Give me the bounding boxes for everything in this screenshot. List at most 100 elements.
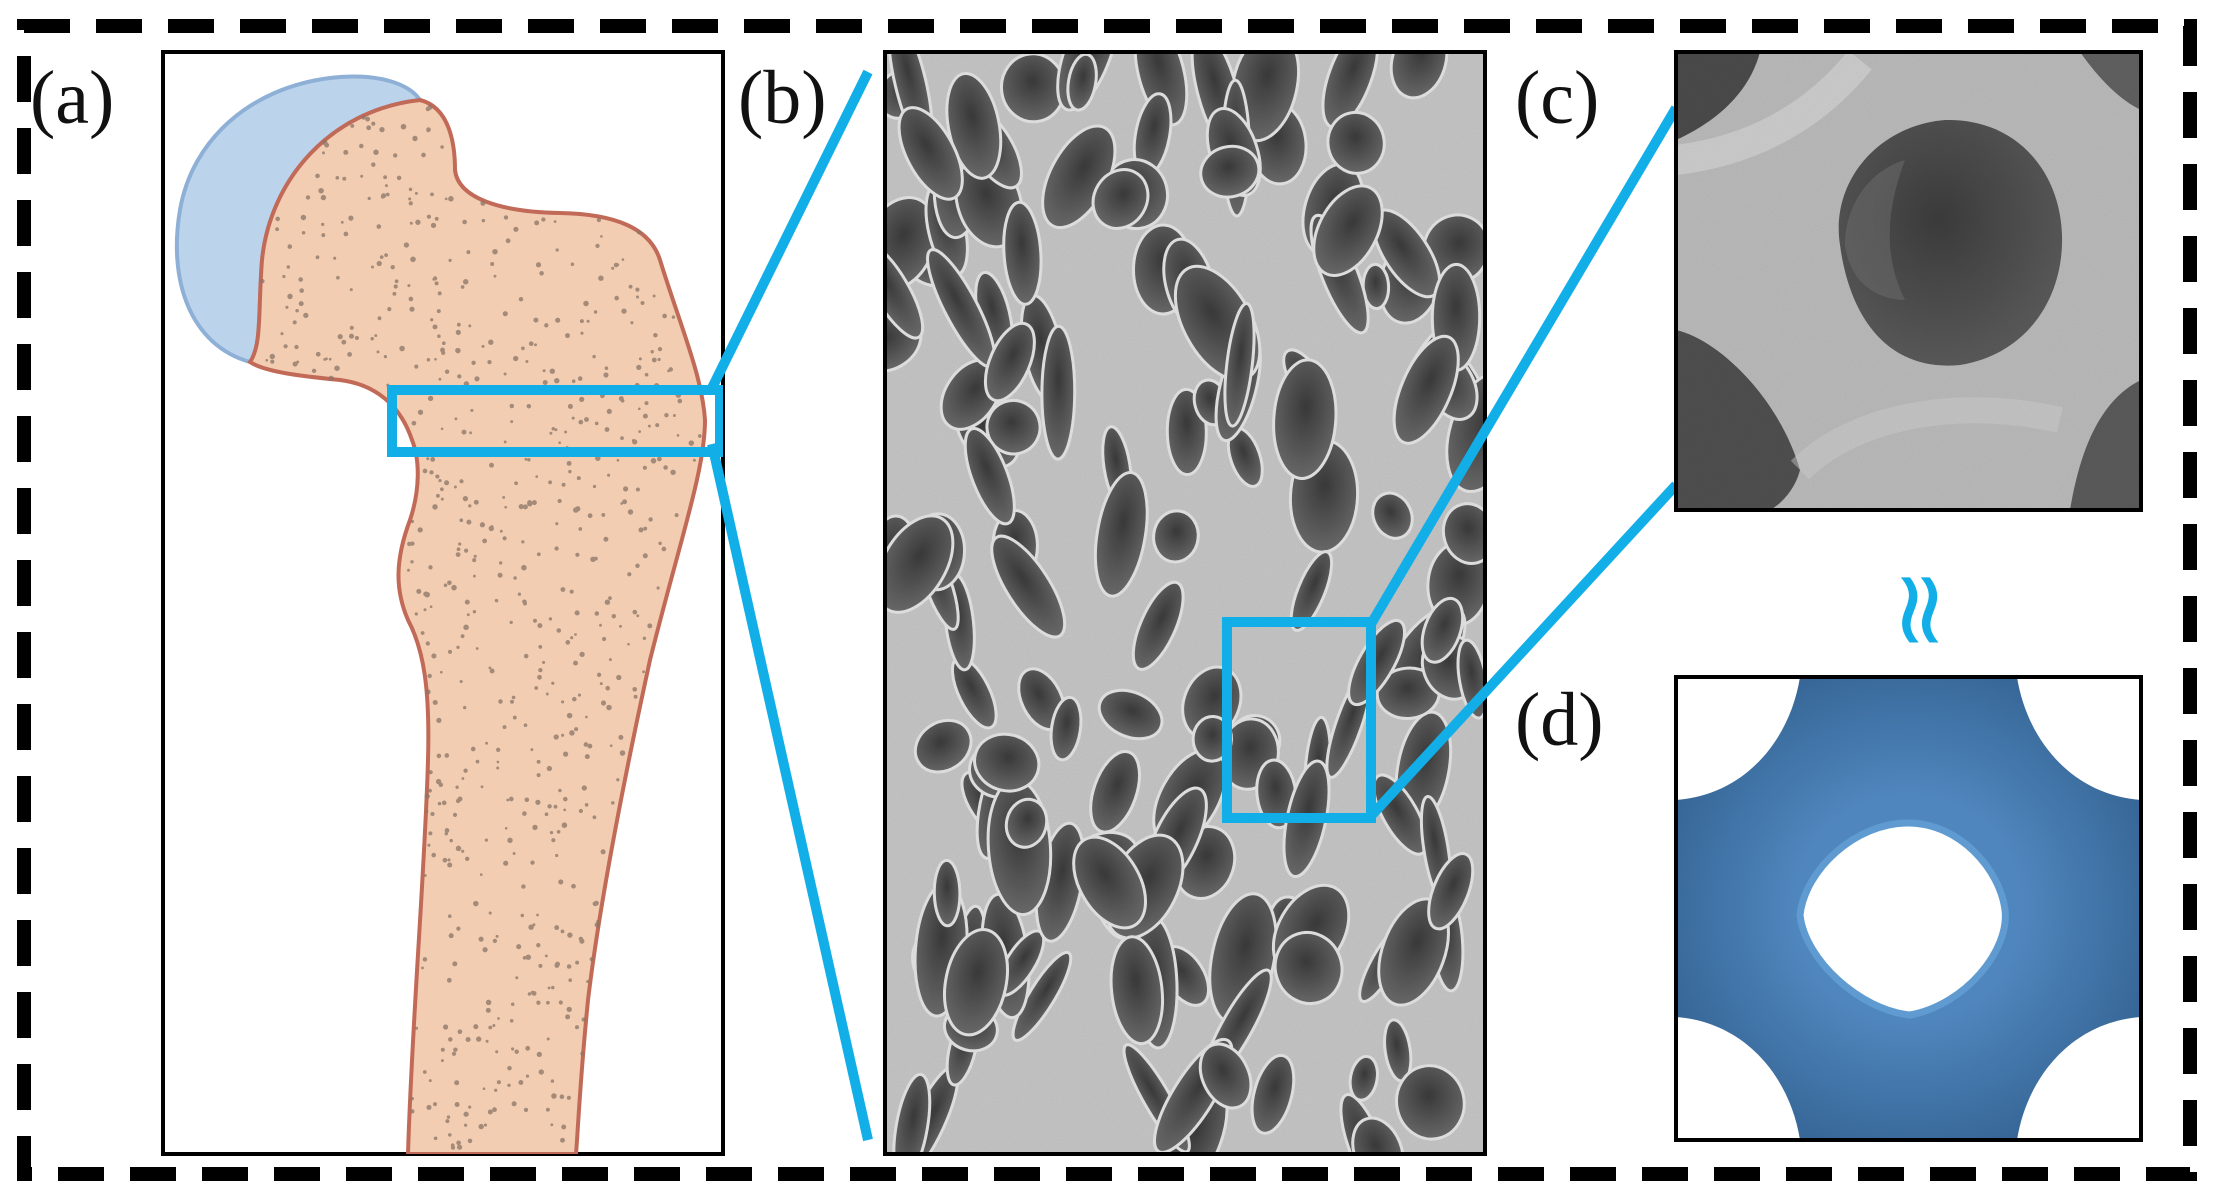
bone-pore-dot [595,243,600,249]
bone-pore-dot [525,359,529,364]
bone-pore-dot [415,219,421,225]
bone-pore-dot [321,151,326,155]
bone-pore-dot [283,344,288,349]
bone-pore-dot [437,334,441,338]
bone-pore-dot [619,750,626,756]
bone-pore-dot [376,224,382,229]
bone-pore-dot [409,306,415,312]
bone-pore-dot [349,325,354,330]
bone-pore-dot [549,431,553,435]
bone-pore-dot [544,812,549,817]
bone-pore-dot [642,413,648,419]
bone-pore-dot [555,522,559,526]
bone-pore-dot [407,541,412,547]
bone-pore-dot [508,796,514,802]
bone-pore-dot [371,162,376,167]
bone-pore-dot [644,372,649,377]
bone-pore-dot [452,812,458,817]
bone-pore-dot [510,1002,515,1006]
bone-pore-dot [627,572,632,577]
bone-pore-dot [479,522,486,528]
bone-pore-dot [472,558,477,563]
bone-pore-dot [434,281,439,286]
bone-pore-dot [538,1069,544,1075]
bone-pore-dot [592,815,597,820]
bone-pore-dot [574,633,577,636]
bone-pore-dot [396,175,402,181]
bone-pore-dot [664,413,669,418]
bone-pore-dot [514,1049,519,1054]
bone-pore-dot [503,440,507,444]
bone-pore-dot [448,933,454,939]
bone-pore-dot [476,1036,482,1042]
bone-pore-dot [444,831,449,836]
bone-pore-dot [466,613,470,617]
bone-pore-dot [459,679,463,684]
bone-pore-dot [561,700,565,704]
bone-pore-dot [321,233,326,238]
bone-pore-dot [674,513,679,518]
bone-pore-dot [489,462,494,468]
bone-pore-dot [524,457,528,461]
bone-pore-dot [525,1074,530,1078]
bone-pore-dot [600,849,606,855]
sem-pore [1004,797,1049,849]
bone-pore-dot [507,1083,511,1088]
bone-pore-dot [593,900,599,906]
bone-pore-dot [315,255,320,260]
bone-pore-dot [594,611,600,616]
bone-pore-dot [571,379,576,383]
bone-pore-dot [640,301,645,305]
sem-pore [1198,1042,1253,1110]
bone-pore-dot [480,200,486,206]
bone-pore-dot [469,431,473,435]
bone-pore-dot [511,1047,515,1051]
bone-pore-dot [585,715,588,719]
bone-pore-dot [342,176,347,181]
bone-pore-dot [688,440,695,446]
bone-pore-dot [280,332,284,336]
bone-pore-dot [596,672,602,677]
bone-pore-dot [470,408,474,412]
callout-line-a-b-bottom [707,442,873,1142]
bone-pore-dot [568,978,572,982]
bone-pore-dot [544,323,549,328]
bone-pore-dot [359,143,364,149]
panel-d: (d) [1515,675,2143,1142]
bone-pore-dot [661,546,667,552]
bone-pore-dot [546,1037,550,1041]
sem-pore [1441,502,1485,565]
bone-pore-dot [566,1006,572,1013]
bone-pore-dot [553,734,559,740]
bone-pore-dot [537,674,542,680]
sem-pore [1289,550,1334,632]
bone-pore-dot [456,547,461,552]
bone-pore-dot [485,999,492,1006]
bone-pore-dot [513,226,519,232]
bone-pore-dot [538,644,543,649]
bone-pore-dot [341,339,347,345]
bone-pore-dot [627,509,634,515]
bone-pore-dot [423,591,429,597]
bone-pore-dot [549,368,555,374]
bone-pore-dot [609,744,613,748]
bone-pore-dot [444,369,450,374]
bone-pore-dot [286,265,291,269]
bone-pore-dot [335,175,340,180]
bone-pore-dot [502,725,507,730]
bone-pore-dot [602,636,607,642]
bone-pore-dot [672,414,676,417]
bone-pore-dot [636,614,640,618]
bone-pore-dot [347,351,353,357]
bone-pore-dot [517,592,522,596]
bone-pore-dot [410,541,415,546]
bone-pore-dot [603,536,609,542]
bone-pore-dot [692,458,696,462]
bone-pore-dot [572,696,577,702]
bone-pore-dot [448,1037,453,1042]
bone-pore-dot [647,424,651,428]
bone-pore-dot [429,470,434,475]
bone-pore-dot [533,618,537,623]
bone-pore-dot [422,957,428,962]
